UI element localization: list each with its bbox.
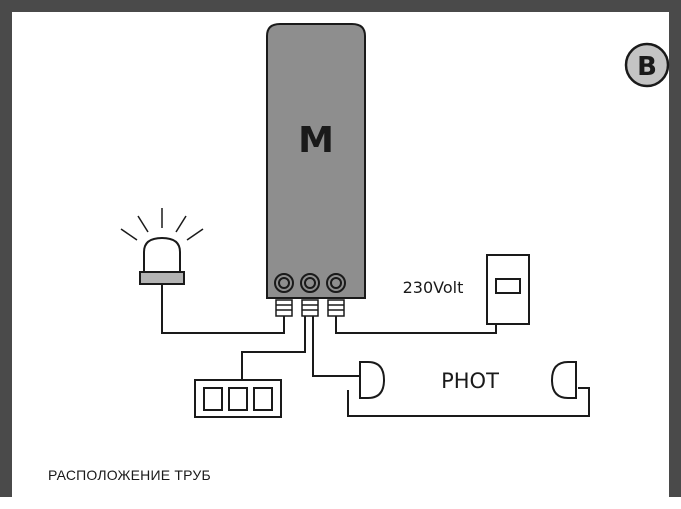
badge: B — [624, 42, 670, 88]
flashing-light-icon — [120, 208, 204, 285]
motor-label: M — [298, 120, 334, 161]
cable-glands — [274, 273, 346, 293]
motor-unit: M — [266, 23, 366, 317]
caption: РАСПОЛОЖЕНИЕ ТРУБ — [48, 467, 211, 483]
photocell-transmitter-icon — [359, 361, 386, 399]
keypad-icon — [194, 379, 282, 418]
wiring — [161, 284, 590, 417]
photocell-receiver-icon — [550, 361, 577, 399]
diagram-frame: M B — [0, 0, 681, 497]
conduit-fittings — [275, 299, 345, 317]
power-label: 230Volt — [403, 278, 464, 297]
photocells-label: PHOT — [441, 369, 499, 393]
power-socket-icon — [486, 254, 530, 325]
badge-letter: B — [637, 52, 657, 82]
wiring-diagram: M B — [120, 23, 670, 418]
